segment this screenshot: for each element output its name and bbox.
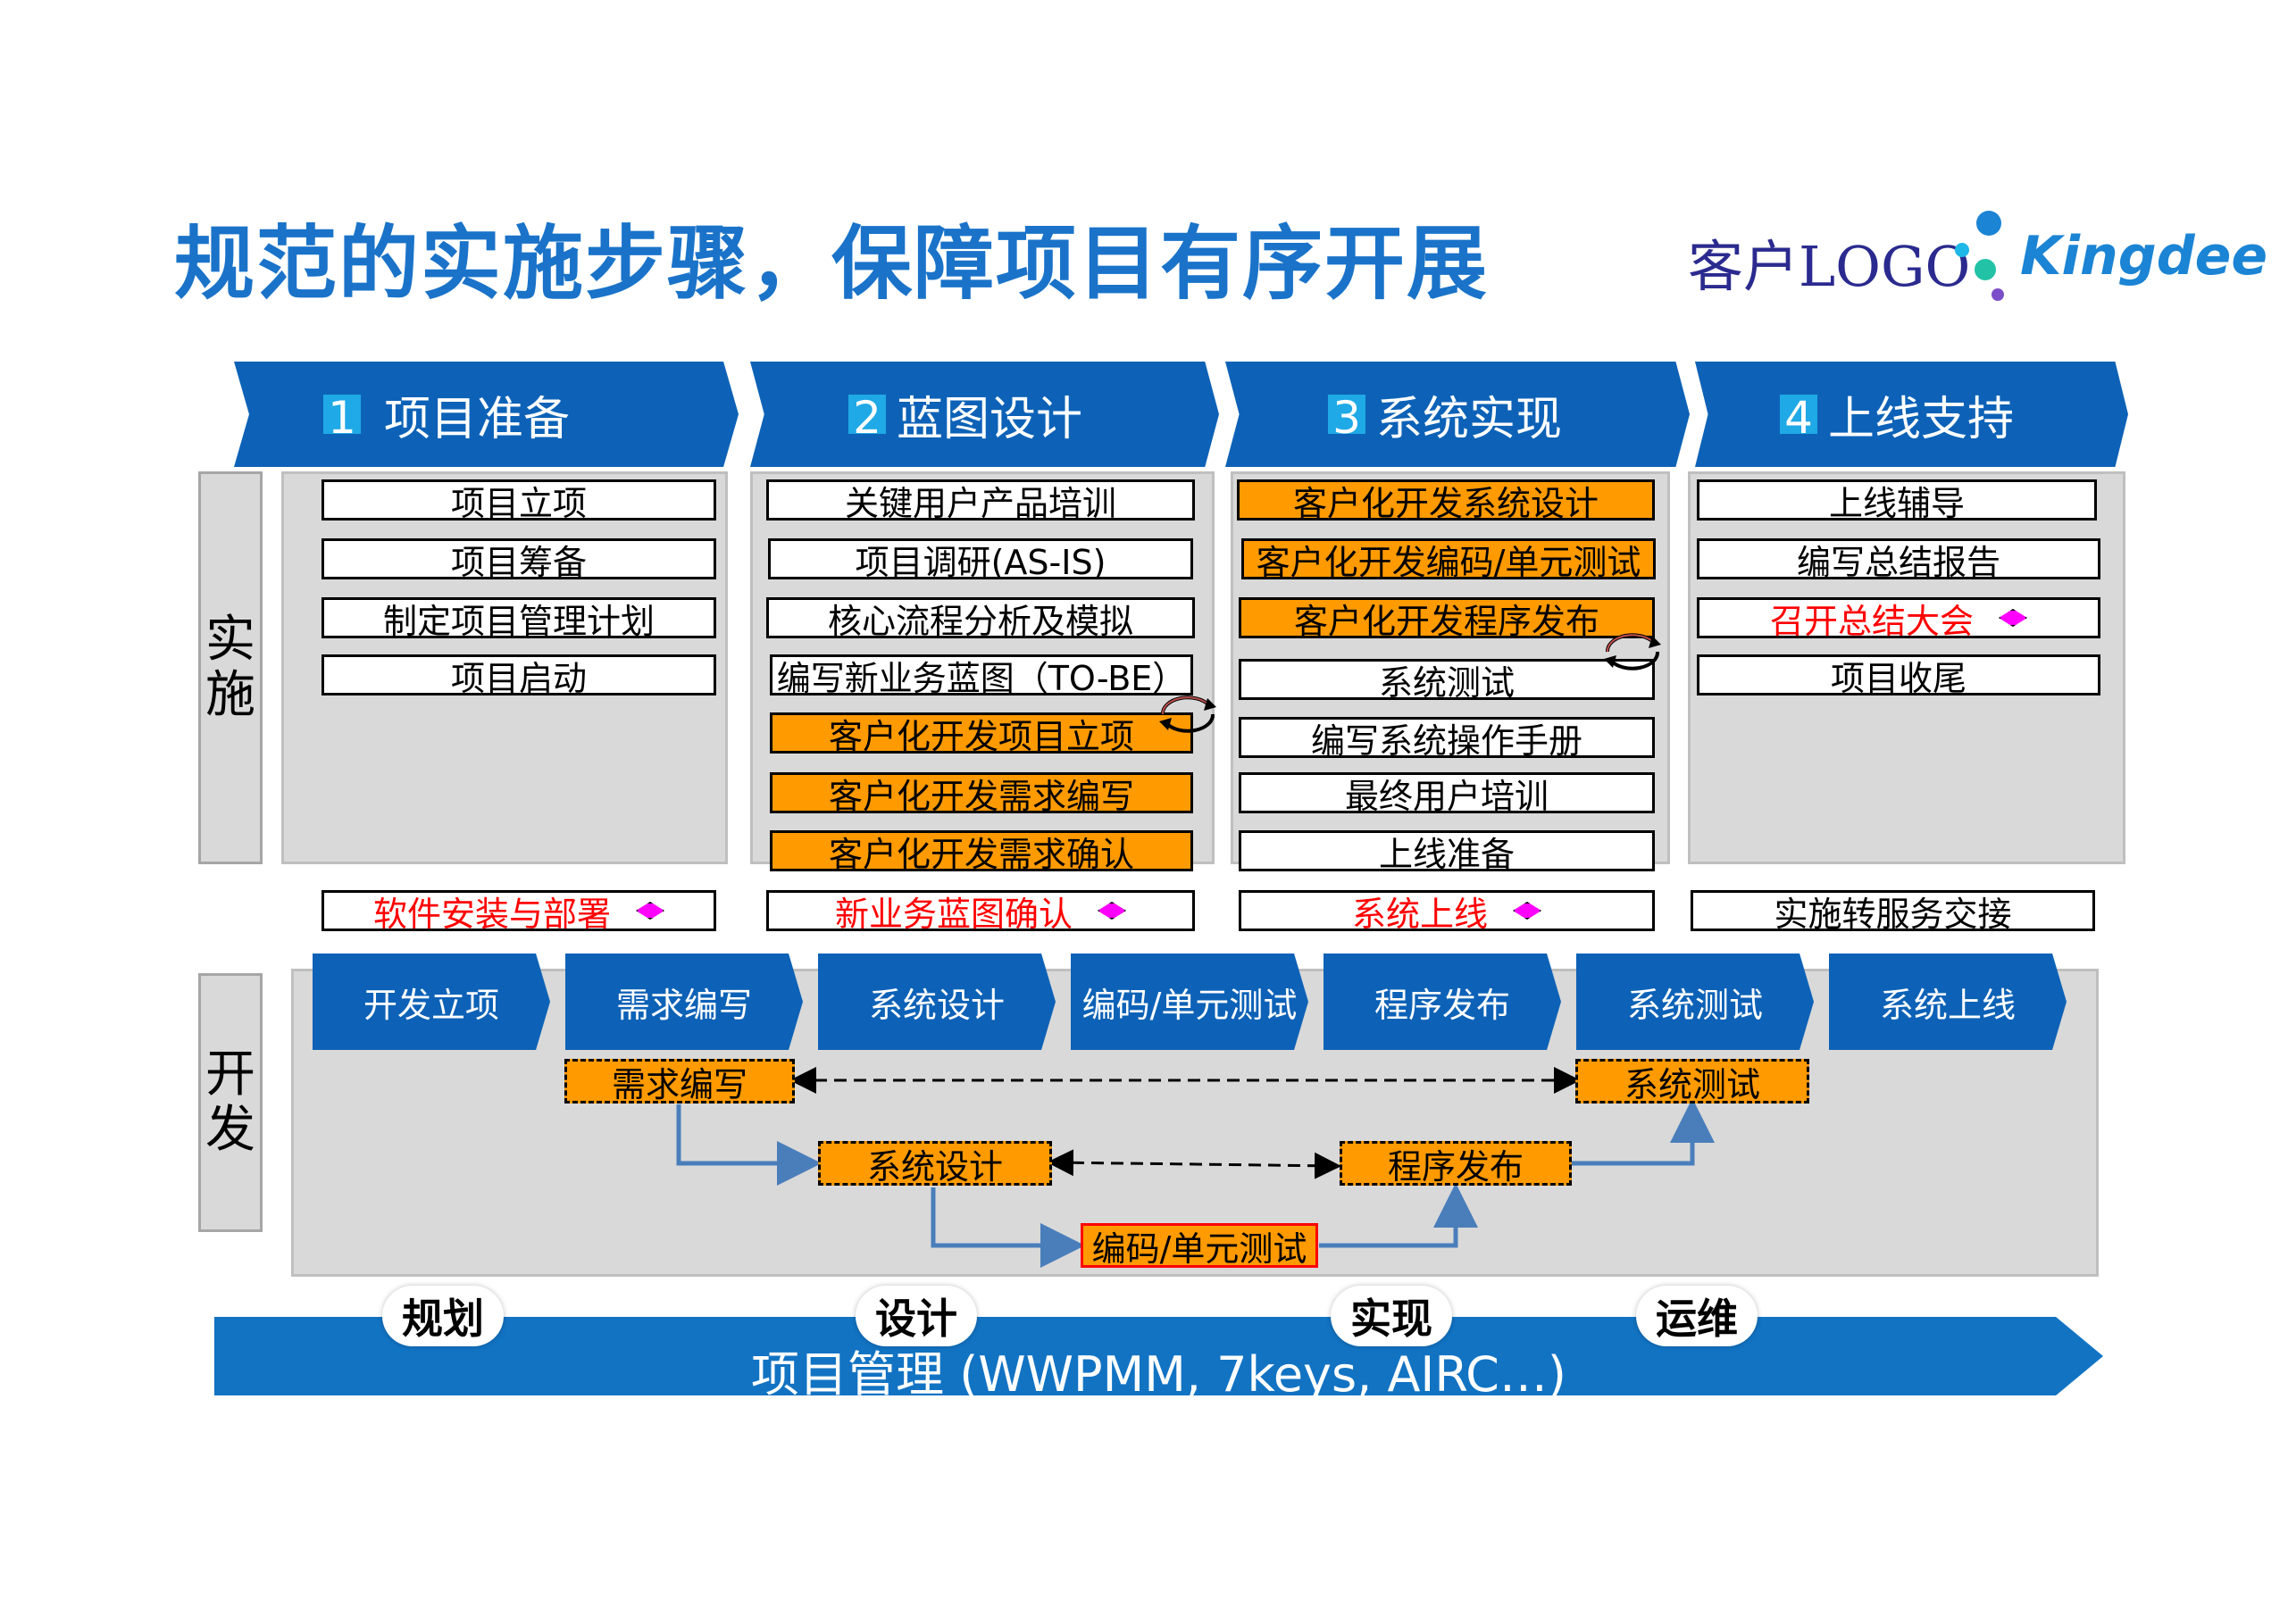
task-item: 编写新业务蓝图（TO-BE）: [770, 654, 1193, 698]
milestone-diamond-icon: [636, 902, 664, 920]
milestone-diamond-icon: [1999, 609, 2027, 627]
dev-flow-requirements: 需求编写: [564, 1059, 795, 1104]
task-item: 制定项目管理计划: [321, 597, 716, 641]
project-management-bar: 项目管理 (WWPMM, 7keys, AIRC…): [214, 1317, 2103, 1395]
row-label-development: 开发: [198, 973, 263, 1232]
stage-label: 运维: [1636, 1286, 1758, 1346]
page-title: 规范的实施步骤，保障项目有序开展: [174, 217, 1489, 311]
row-label-implementation: 实施: [198, 471, 263, 864]
task-item-orange: 客户化开发系统设计: [1237, 479, 1655, 523]
stage-label: 规划: [382, 1286, 504, 1346]
dev-flow-system-design: 系统设计: [818, 1141, 1052, 1187]
task-item: 核心流程分析及模拟: [766, 597, 1195, 641]
milestone-box: 软件安装与部署: [321, 890, 716, 934]
phase-header-3: 3 系统实现: [1225, 362, 1690, 467]
task-item: 上线准备: [1239, 830, 1655, 874]
kingdee-dots-icon: [1951, 207, 2014, 305]
dev-flow-release: 程序发布: [1340, 1141, 1572, 1187]
milestone-box: 系统上线: [1239, 890, 1655, 934]
phase-number: 2: [848, 395, 886, 440]
dev-step: 编码/单元测试: [1071, 954, 1308, 1050]
phase-header-2: 2 蓝图设计: [750, 362, 1219, 467]
phase-label: 系统实现: [1376, 392, 1563, 446]
phase-label: 蓝图设计: [897, 392, 1083, 446]
dev-flow-system-test: 系统测试: [1575, 1059, 1809, 1104]
task-item: 编写总结报告: [1697, 538, 2100, 582]
task-item: 编写系统操作手册: [1239, 717, 1655, 761]
task-item: 上线辅导: [1697, 479, 2097, 523]
task-item: 最终用户培训: [1239, 772, 1655, 816]
stage-label: 实现: [1331, 1286, 1452, 1346]
milestone-diamond-icon: [1098, 902, 1126, 920]
dev-step: 系统上线: [1829, 954, 2067, 1050]
dev-step: 系统设计: [818, 954, 1056, 1050]
phase-number: 1: [323, 395, 361, 440]
task-item-highlight: 召开总结大会: [1697, 597, 2100, 641]
task-item: 项目调研(AS-IS): [768, 538, 1193, 582]
phase-label: 项目准备: [384, 392, 571, 446]
brand-logo: Kingdee: [2020, 225, 2268, 287]
milestone-box: 新业务蓝图确认: [766, 890, 1195, 934]
phase-number: 4: [1780, 395, 1817, 440]
milestone-box: 实施转服务交接: [1691, 890, 2095, 934]
stage-label: 设计: [856, 1286, 977, 1346]
phase-number: 3: [1328, 395, 1365, 440]
cycle-arrows-icon: [1597, 627, 1668, 677]
task-item-orange: 客户化开发项目立项: [770, 712, 1193, 756]
phase-header-4: 4 上线支持: [1695, 362, 2128, 467]
task-item: 关键用户产品培训: [766, 479, 1195, 523]
task-item: 项目收尾: [1697, 654, 2100, 698]
task-item: 项目立项: [321, 479, 716, 523]
milestone-diamond-icon: [1513, 902, 1541, 920]
task-item-orange: 客户化开发编码/单元测试: [1241, 538, 1656, 582]
dev-step: 开发立项: [313, 954, 550, 1050]
task-item-orange: 客户化开发程序发布: [1239, 597, 1655, 641]
cycle-arrows-icon: [1152, 689, 1223, 739]
task-item: 项目启动: [321, 654, 716, 698]
phase-label: 上线支持: [1828, 392, 2015, 446]
client-logo: 客户LOGO: [1688, 234, 1971, 299]
task-item-orange: 客户化开发需求确认: [770, 830, 1193, 874]
dev-step: 程序发布: [1324, 954, 1561, 1050]
task-item: 系统测试: [1239, 659, 1655, 703]
task-item-orange: 客户化开发需求编写: [770, 772, 1193, 816]
task-item: 项目筹备: [321, 538, 716, 582]
dev-step: 系统测试: [1576, 954, 1814, 1050]
dev-step: 需求编写: [565, 954, 803, 1050]
phase-header-1: 1 项目准备: [234, 362, 739, 467]
dev-flow-coding: 编码/单元测试: [1081, 1223, 1318, 1269]
